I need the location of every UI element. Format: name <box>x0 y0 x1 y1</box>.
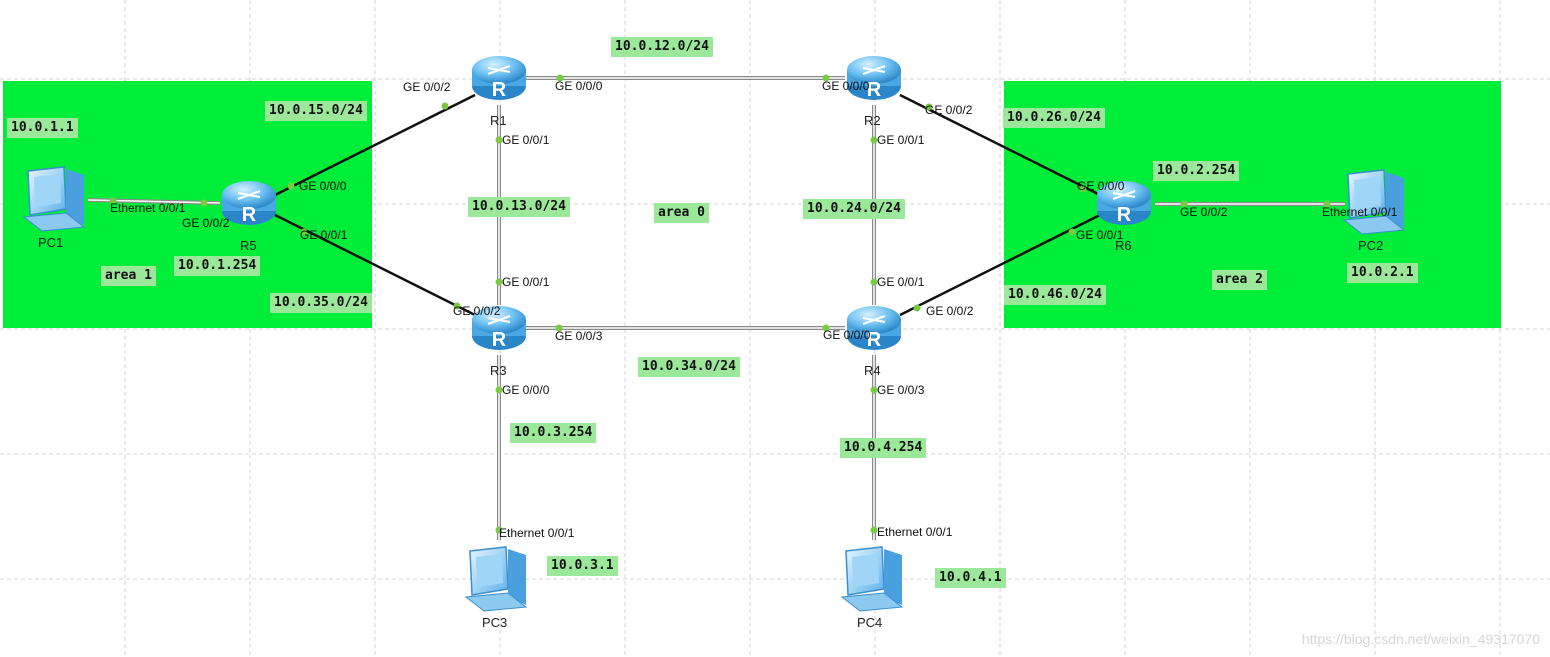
svg-text:R: R <box>492 329 507 351</box>
r1-port-ge000: GE 0/0/0 <box>555 79 603 93</box>
r3-port-ge000: GE 0/0/0 <box>502 383 550 397</box>
pc-pc4-label: PC4 <box>857 615 883 630</box>
r6-port-ge001: GE 0/0/1 <box>1076 228 1124 242</box>
network-label-10-0-13-0: 10.0.13.0/24 <box>468 197 570 217</box>
router-r6-icon[interactable]: R <box>1095 173 1153 229</box>
pc3-port-eth: Ethernet 0/0/1 <box>499 526 575 540</box>
svg-text:R: R <box>867 329 882 351</box>
r6-gateway-label: 10.0.2.254 <box>1153 161 1240 181</box>
pc2-ip-label: 10.0.2.1 <box>1347 263 1418 283</box>
r5-port-ge001: GE 0/0/1 <box>300 228 348 242</box>
router-r2-icon[interactable]: R <box>845 48 903 104</box>
network-label-10-0-12-0: 10.0.12.0/24 <box>611 37 713 57</box>
pc1-ip-label: 10.0.1.1 <box>7 118 78 138</box>
r2-port-ge000: GE 0/0/0 <box>822 79 870 93</box>
pc3-ip-label: 10.0.3.1 <box>547 556 618 576</box>
r1-port-ge001: GE 0/0/1 <box>502 133 550 147</box>
r6-port-ge002: GE 0/0/2 <box>1180 205 1228 219</box>
r4-port-ge002: GE 0/0/2 <box>926 304 974 318</box>
r4-port-ge003: GE 0/0/3 <box>877 383 925 397</box>
r4-port-ge001: GE 0/0/1 <box>877 275 925 289</box>
pc-pc2-label: PC2 <box>1358 238 1384 253</box>
r3-gateway-label: 10.0.3.254 <box>510 423 597 443</box>
link-r5-r3 <box>274 213 476 317</box>
router-r3-label: R3 <box>490 363 507 378</box>
r5-gateway-label: 10.0.1.254 <box>174 256 261 276</box>
pc-pc2-icon[interactable] <box>1340 168 1412 236</box>
r6-port-ge000: GE 0/0/0 <box>1077 179 1125 193</box>
router-r5-label: R5 <box>240 238 257 253</box>
router-r4-label: R4 <box>864 363 881 378</box>
svg-text:R: R <box>492 79 507 101</box>
network-label-10-0-24-0: 10.0.24.0/24 <box>803 199 905 219</box>
link-r2-r6 <box>899 93 1101 197</box>
svg-text:R: R <box>242 204 257 226</box>
svg-text:R: R <box>1117 204 1132 226</box>
svg-text:R: R <box>867 79 882 101</box>
r1-port-ge002: GE 0/0/2 <box>403 80 451 94</box>
r3-port-ge002: GE 0/0/2 <box>453 304 501 318</box>
area-0-label: area 0 <box>654 203 709 223</box>
pc-pc4-icon[interactable] <box>838 545 910 613</box>
pc-pc3-label: PC3 <box>482 615 508 630</box>
pc-pc1-icon[interactable] <box>20 165 92 233</box>
pc1-port-eth: Ethernet 0/0/1 <box>110 201 186 215</box>
pc4-port-eth: Ethernet 0/0/1 <box>877 525 953 539</box>
router-r2-label: R2 <box>864 113 881 128</box>
router-r4-icon[interactable]: R <box>845 298 903 354</box>
router-r6-label: R6 <box>1115 238 1132 253</box>
pc2-port-eth: Ethernet 0/0/1 <box>1322 205 1398 219</box>
r5-port-ge002: GE 0/0/2 <box>182 216 230 230</box>
area-2-label: area 2 <box>1212 270 1267 290</box>
network-label-10-0-26-0: 10.0.26.0/24 <box>1003 108 1105 128</box>
r3-port-ge003: GE 0/0/3 <box>555 329 603 343</box>
r5-port-ge000: GE 0/0/0 <box>299 179 347 193</box>
link-r4-r6 <box>899 213 1101 317</box>
link-r5-r1 <box>274 93 476 197</box>
router-r3-icon[interactable]: R <box>470 298 528 354</box>
pc-pc1-label: PC1 <box>38 235 64 250</box>
network-label-10-0-46-0: 10.0.46.0/24 <box>1004 285 1106 305</box>
area-1-label: area 1 <box>101 266 156 286</box>
r3-port-ge001: GE 0/0/1 <box>502 275 550 289</box>
r2-port-ge002: GE 0/0/2 <box>925 103 973 117</box>
r2-port-ge001: GE 0/0/1 <box>877 133 925 147</box>
watermark-url: https://blog.csdn.net/weixin_49317070 <box>1301 631 1540 647</box>
pc4-ip-label: 10.0.4.1 <box>935 568 1006 588</box>
network-label-10-0-35-0: 10.0.35.0/24 <box>270 293 372 313</box>
r4-port-ge000: GE 0/0/0 <box>823 328 871 342</box>
network-label-10-0-34-0: 10.0.34.0/24 <box>638 357 740 377</box>
pc-pc3-icon[interactable] <box>462 545 534 613</box>
network-label-10-0-15-0: 10.0.15.0/24 <box>265 101 367 121</box>
router-r1-label: R1 <box>490 113 507 128</box>
router-r5-icon[interactable]: R <box>220 173 278 229</box>
r4-gateway-label: 10.0.4.254 <box>840 438 927 458</box>
router-r1-icon[interactable]: R <box>470 48 528 104</box>
